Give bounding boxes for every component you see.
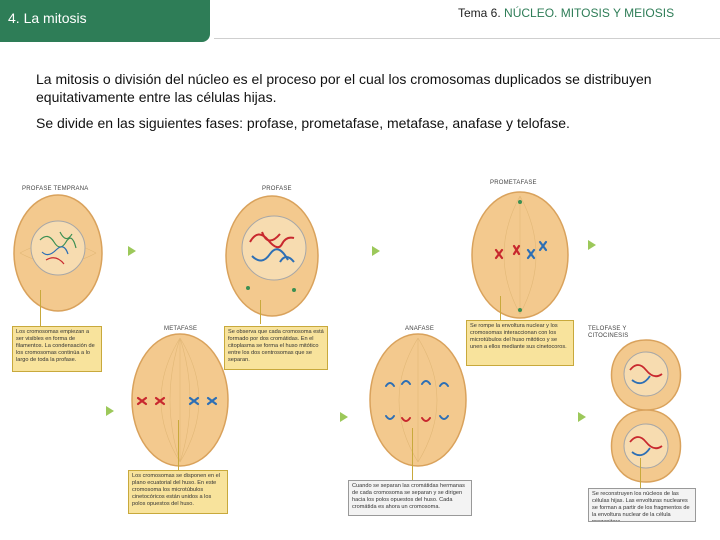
arrow-icon <box>128 246 136 256</box>
caption-prophase: Se observa que cada cromosoma está forma… <box>224 326 328 370</box>
cell-early-prophase <box>13 194 103 312</box>
phases-paragraph: Se divide en las siguientes fases: profa… <box>36 115 570 131</box>
cell-prometaphase <box>471 191 569 319</box>
label-telophase-2: CITOCINESIS <box>588 333 629 339</box>
leader-line <box>412 428 413 480</box>
topic-accent: NÚCLEO. MITOSIS Y MEIOSIS <box>504 6 675 20</box>
caption-anaphase: Cuando se separan las cromátidas hermana… <box>348 480 472 516</box>
leader-line <box>40 290 41 326</box>
label-prophase: PROFASE <box>262 186 292 192</box>
leader-line <box>178 420 179 470</box>
label-anaphase: ANAFASE <box>405 326 435 332</box>
leader-line <box>260 300 261 324</box>
topic-prefix: Tema 6. <box>458 6 505 20</box>
section-title: 4. La mitosis <box>8 10 87 26</box>
label-early-prophase: PROFASE TEMPRANA <box>22 186 89 192</box>
caption-metaphase: Los cromosomas se disponen en el plano e… <box>128 470 228 514</box>
cell-telophase <box>610 339 682 483</box>
leader-line <box>640 458 641 488</box>
caption-early-prophase: Los cromosomas empiezan a ser visibles e… <box>12 326 102 372</box>
arrow-icon <box>340 412 348 422</box>
label-metaphase: METAFASE <box>164 326 198 332</box>
arrow-icon <box>372 246 380 256</box>
header-divider <box>214 38 720 39</box>
cell-metaphase <box>131 333 229 467</box>
section-title-tab: 4. La mitosis <box>0 0 210 42</box>
topic-header: Tema 6. NÚCLEO. MITOSIS Y MEIOSIS <box>458 6 674 20</box>
caption-telophase: Se reconstruyen los núcleos de las célul… <box>588 488 696 522</box>
cell-anaphase <box>369 333 467 467</box>
intro-paragraph: La mitosis o división del núcleo es el p… <box>36 71 652 105</box>
caption-prometaphase: Se rompe la envoltura nuclear y los crom… <box>466 320 574 366</box>
arrow-icon <box>578 412 586 422</box>
leader-line <box>500 296 501 320</box>
label-telophase-1: TELOFASE Y <box>588 326 627 332</box>
label-prometaphase: PROMETAFASE <box>490 180 537 186</box>
cell-prophase <box>225 195 319 317</box>
arrow-icon <box>588 240 596 250</box>
arrow-icon <box>106 406 114 416</box>
